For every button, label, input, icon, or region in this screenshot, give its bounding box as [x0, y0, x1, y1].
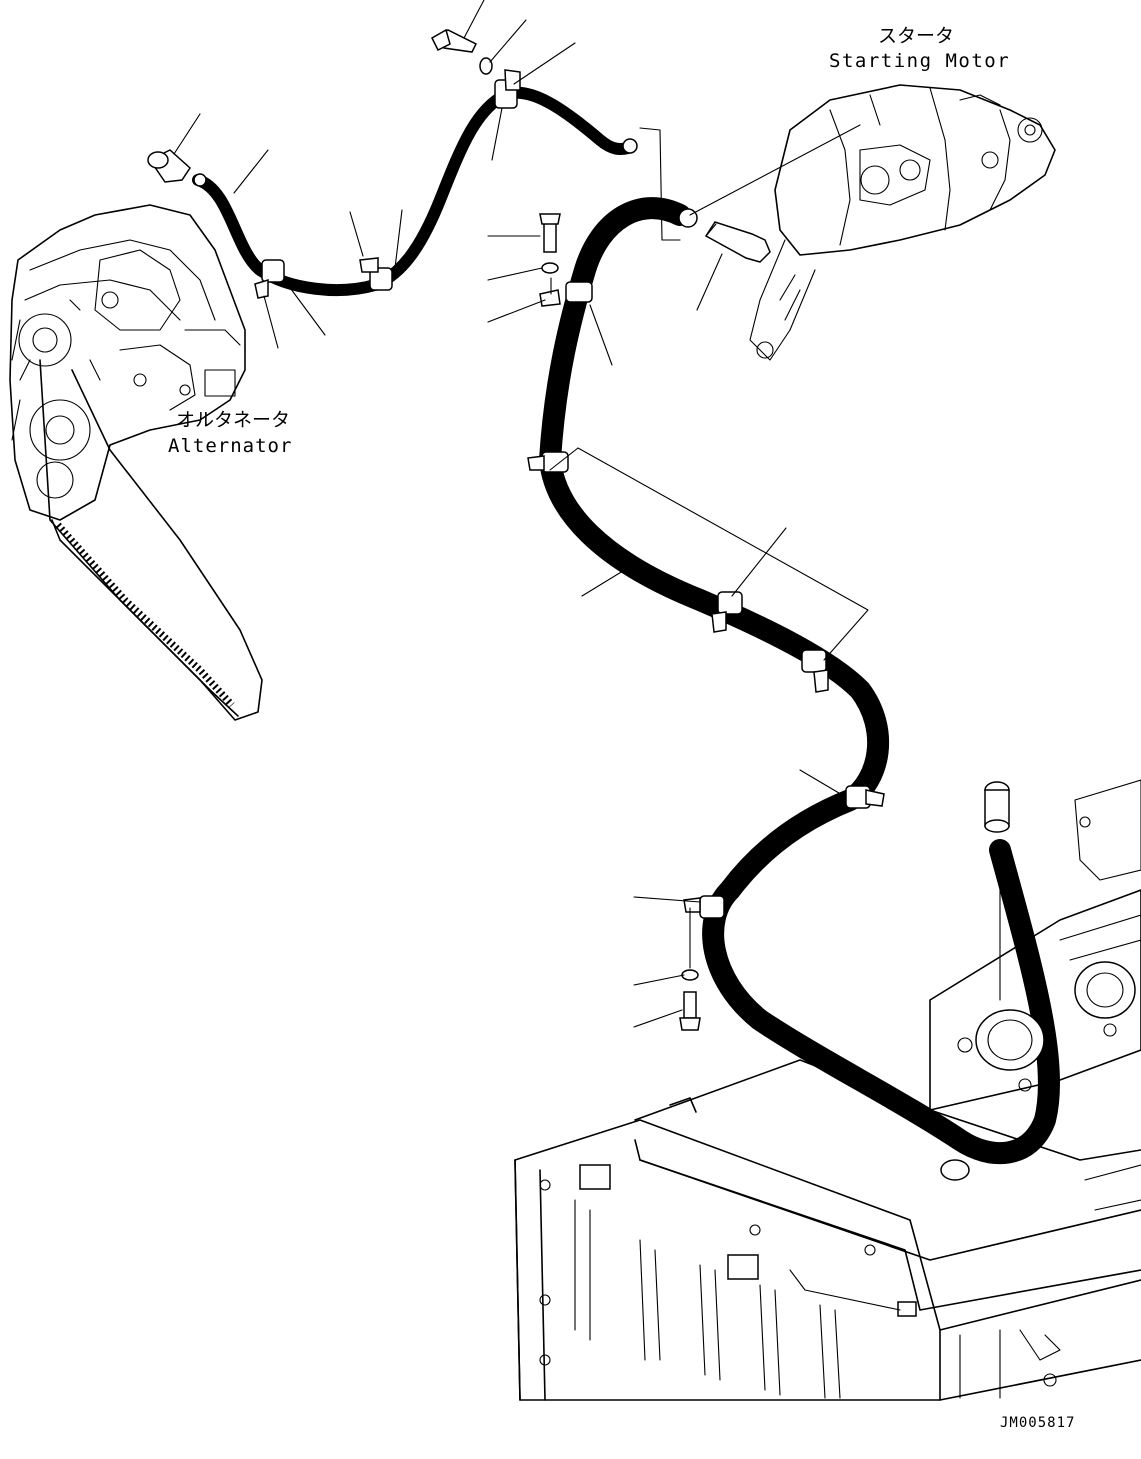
- hidden-cable-path: [799, 1047, 931, 1119]
- bolt-icon: [431, 28, 478, 53]
- drawing-number: JM005817: [1000, 1415, 1075, 1431]
- cable-clamp: [494, 69, 521, 109]
- washer-icon: [541, 262, 559, 274]
- bolt-icon: [539, 213, 561, 253]
- terminal-boot: [704, 221, 771, 263]
- leader-lines: [173, 0, 1001, 1028]
- callout-bracket: [549, 447, 869, 661]
- washer-icon: [479, 57, 493, 75]
- alternator-label-en: Alternator: [168, 435, 292, 457]
- ring-terminal: [622, 138, 638, 154]
- starting-motor-label-en: Starting Motor: [829, 50, 1010, 72]
- cable-clamp: [527, 451, 569, 473]
- cable-cap: [984, 781, 1010, 833]
- ring-terminal: [678, 208, 698, 228]
- drive-belt: [39, 359, 263, 721]
- callout-bracket: [639, 127, 681, 241]
- cable-clamp: [711, 591, 743, 633]
- ring-terminal: [193, 173, 207, 187]
- battery-cable: [539, 197, 1060, 1164]
- bolt-icon: [679, 991, 701, 1031]
- cable-clamp: [359, 257, 393, 291]
- alternator-cable: [192, 86, 634, 296]
- alternator-label-jp: オルタネータ: [176, 409, 290, 431]
- starting-motor-label-jp: スタータ: [878, 25, 954, 47]
- cable-clamp: [845, 785, 885, 809]
- cable-clamp: [801, 649, 829, 693]
- alternator-icon: [9, 204, 246, 521]
- machine-frame-icon: [514, 1059, 1141, 1401]
- starter-motor-icon: [749, 84, 1056, 361]
- cable-clamp: [254, 259, 285, 299]
- cable-cap: [147, 149, 191, 183]
